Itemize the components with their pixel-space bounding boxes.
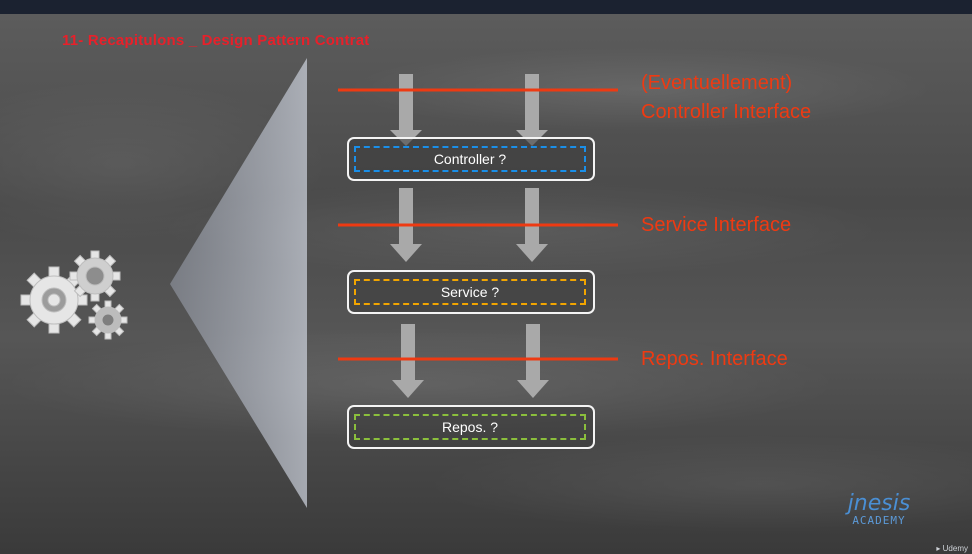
light-cone	[170, 58, 307, 508]
gears-icon	[20, 250, 128, 340]
service-interface-label: Service Interface	[641, 214, 792, 236]
logo-main-text: jnesis	[847, 491, 911, 516]
udemy-watermark: ▸ Udemy	[936, 544, 968, 553]
slide-title: 11- Recapitulons _ Design Pattern Contra…	[62, 32, 370, 49]
arrow-down-icon	[392, 324, 424, 398]
service-box: Service ?	[347, 270, 595, 314]
arrow-down-icon	[390, 188, 422, 262]
arrow-down-icon	[517, 324, 549, 398]
arrow-down-icon	[516, 74, 548, 146]
arrow-down-icon	[390, 74, 422, 146]
top-bar	[0, 0, 972, 14]
controller-interface-line2: Controller Interface	[641, 101, 812, 123]
watermark-text: Udemy	[942, 544, 968, 553]
arrow-down-icon	[516, 188, 548, 262]
controller-label: Controller ?	[354, 146, 586, 172]
play-icon: ▸	[936, 544, 941, 553]
repos-box: Repos. ?	[347, 405, 595, 449]
slide: 11- Recapitulons _ Design Pattern Contra…	[0, 14, 972, 554]
service-label: Service ?	[354, 279, 586, 305]
logo-sub-text: ACADEMY	[852, 514, 906, 527]
controller-interface-line1: (Eventuellement)	[641, 72, 793, 94]
repos-interface-label: Repos. Interface	[641, 348, 788, 370]
jnesis-academy-logo: jnesis ACADEMY	[842, 493, 916, 527]
controller-interface-label: (Eventuellement) Controller Interface	[641, 69, 811, 127]
controller-box: Controller ?	[347, 137, 595, 181]
repos-label: Repos. ?	[354, 414, 586, 440]
